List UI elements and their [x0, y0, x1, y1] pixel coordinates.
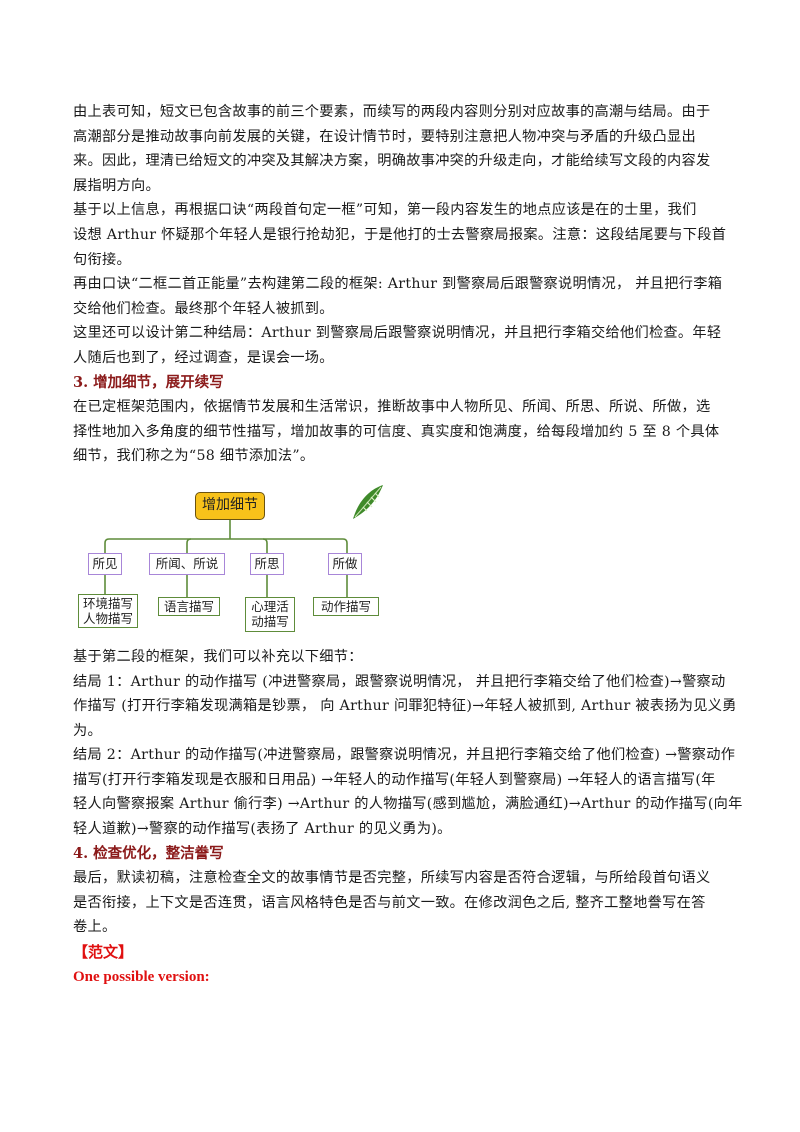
text-line: 再由口诀“二框二首正能量”去构建第二段的框架: Arthur 到警察局后跟警察说…	[73, 276, 723, 293]
leaf-node-psychology: 心理活 动描写	[245, 596, 295, 632]
leaf-line: 动作描写	[320, 598, 371, 614]
text-line: 展指明方向。	[73, 177, 160, 194]
text-line: 人随后也到了，经过调查，是误会一场。	[73, 349, 334, 366]
text-line: 交给他们检查。最终那个年轻人被抓到。	[73, 300, 334, 317]
sample-essay-label: 【范文】	[73, 943, 134, 962]
text-line: 句衔接。	[73, 251, 131, 268]
text-line: 结局 1：Arthur 的动作描写 (冲进警察局，跟警察说明情况， 并且把行李箱…	[73, 673, 726, 690]
paragraph-first-frame: 基于以上信息，再根据口诀“两段首句定一框”可知，第一段内容发生的地点应该是在的士…	[73, 198, 733, 272]
leaf-node-environment-character: 环境描写 人物描写	[78, 593, 138, 628]
text-line: 这里还可以设计第二种结局：Arthur 到警察局后跟警察说明情况，并且把行李箱交…	[73, 325, 722, 342]
paragraph-add-details: 在已定框架范围内，依据情节发展和生活常识，推断故事中人物所见、所闻、所思、所说、…	[73, 395, 733, 469]
text-line: 轻人道歉)→警察的动作描写(表扬了 Arthur 的见义勇为)。	[73, 821, 452, 838]
section-heading-4: 4. 检查优化，整洁誊写	[73, 844, 224, 862]
leaf-line: 动描写	[251, 614, 289, 630]
paragraph-second-frame: 再由口诀“二框二首正能量”去构建第二段的框架: Arthur 到警察局后跟警察说…	[73, 272, 733, 321]
paragraph-alt-ending: 这里还可以设计第二种结局：Arthur 到警察局后跟警察说明情况，并且把行李箱交…	[73, 321, 733, 370]
text-line: 高潮部分是推动故事向前发展的关键，在设计情节时，要特别注意把人物冲突与矛盾的升级…	[73, 128, 696, 145]
leaf-node-action: 动作描写	[313, 596, 379, 616]
leaf-icon	[353, 484, 383, 519]
tree-root-node: 增加细节	[195, 491, 265, 520]
category-node-thought: 所思	[250, 552, 284, 575]
text-line: 在已定框架范围内，依据情节发展和生活常识，推断故事中人物所见、所闻、所思、所说、…	[73, 399, 711, 416]
text-line: 是否衔接，上下文是否连贯，语言风格特色是否与前文一致。在修改润色之后, 整齐工整…	[73, 894, 706, 911]
text-line: 基于以上信息，再根据口诀“两段首句定一框”可知，第一段内容发生的地点应该是在的士…	[73, 202, 697, 219]
text-line: 为。	[73, 722, 102, 739]
leaf-line: 环境描写	[82, 595, 133, 611]
paragraph-ending-1: 结局 1：Arthur 的动作描写 (冲进警察局，跟警察说明情况， 并且把行李箱…	[73, 670, 737, 744]
paragraph-intro: 由上表可知，短文已包含故事的前三个要素，而续写的两段内容则分别对应故事的高潮与结…	[73, 100, 733, 198]
category-node-seen: 所见	[88, 552, 122, 575]
leaf-line: 人物描写	[82, 610, 133, 626]
leaf-line: 心理活	[251, 599, 289, 615]
text-line: 轻人向警察报案 Arthur 偷行李) →Arthur 的人物描写(感到尴尬，满…	[73, 796, 743, 813]
text-line: 设想 Arthur 怀疑那个年轻人是银行抢劫犯，于是他打的士去警察局报案。注意：…	[73, 226, 727, 243]
category-node-heard-said: 所闻、所说	[149, 552, 225, 575]
paragraph-ending-2: 结局 2：Arthur 的动作描写(冲进警察局，跟警察说明情况，并且把行李箱交给…	[73, 743, 743, 841]
text-line: 卷上。	[73, 919, 117, 936]
tree-connectors	[104, 518, 348, 600]
document-page: 由上表可知，短文已包含故事的前三个要素，而续写的两段内容则分别对应故事的高潮与结…	[73, 100, 743, 989]
text-line: 基于第二段的框架，我们可以补充以下细节：	[73, 648, 363, 665]
paragraph-polish: 最后，默读初稿，注意检查全文的故事情节是否完整，所续写内容是否符合逻辑，与所给段…	[73, 866, 733, 940]
text-line: 最后，默读初稿，注意检查全文的故事情节是否完整，所续写内容是否符合逻辑，与所给段…	[73, 870, 711, 887]
section-heading-3: 3. 增加细节，展开续写	[73, 373, 224, 391]
text-line: 结局 2：Arthur 的动作描写(冲进警察局，跟警察说明情况，并且把行李箱交给…	[73, 747, 736, 764]
text-line: 来。因此，理清已给短文的冲突及其解决方案，明确故事冲突的升级走向，才能给续写文段…	[73, 153, 711, 170]
paragraph-details-intro: 基于第二段的框架，我们可以补充以下细节：	[73, 645, 733, 670]
sample-essay-subtitle: One possible version:	[73, 968, 210, 985]
leaf-line: 语言描写	[163, 598, 214, 614]
text-line: 描写(打开行李箱发现是衣服和日用品) →年轻人的动作描写(年轻人到警察局) →年…	[73, 771, 716, 788]
details-tree-diagram: 增加细节 所见 所闻、所说 所思 所做 环境描写 人物描写 语言描写 心理活 动…	[67, 475, 397, 635]
text-line: 细节，我们称之为“58 细节添加法”。	[73, 448, 315, 465]
category-node-done: 所做	[328, 552, 362, 575]
text-line: 作描写 (打开行李箱发现满箱是钞票， 向 Arthur 问罪犯特征)→年轻人被抓…	[73, 698, 737, 715]
text-line: 由上表可知，短文已包含故事的前三个要素，而续写的两段内容则分别对应故事的高潮与结…	[73, 104, 711, 120]
text-line: 择性地加入多角度的细节性描写，增加故事的可信度、真实度和饱满度，给每段增加约 5…	[73, 423, 720, 440]
leaf-node-language: 语言描写	[158, 596, 220, 616]
